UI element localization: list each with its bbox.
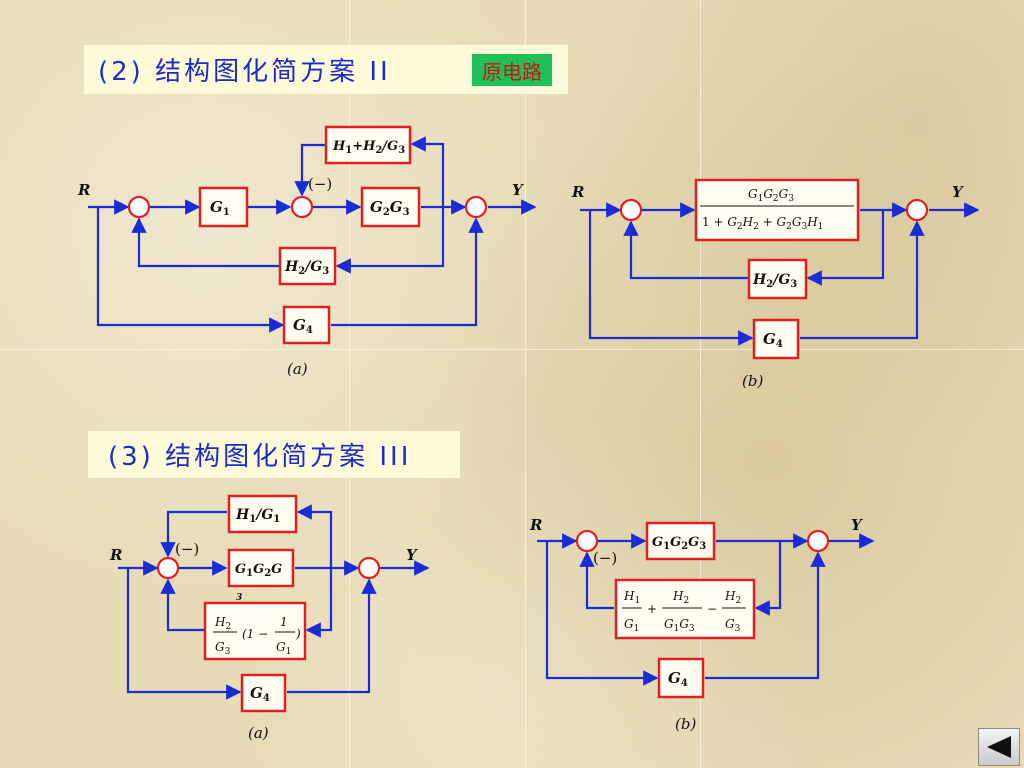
- bg-grid-line: [700, 0, 701, 768]
- minus-sign: (−): [308, 175, 332, 193]
- svg-text:G1G2G3: G1G2G3: [652, 535, 706, 552]
- signal-y-label: Y: [952, 183, 964, 201]
- line: [623, 220, 748, 280]
- line: [160, 578, 204, 632]
- minus-sign: (−): [175, 540, 199, 558]
- original-circuit-label: 原电路: [482, 59, 542, 84]
- summing-junction: [156, 556, 180, 580]
- svg-text:1: 1: [280, 615, 288, 629]
- line: [294, 143, 325, 197]
- previous-slide-button[interactable]: [978, 728, 1020, 766]
- block-h2-g3-expression: [203, 601, 307, 661]
- diagram-2b: R Y G1G2G3 1 + G2H2 + G2G3H1 H2/G3 G4 (b…: [571, 178, 980, 390]
- line: [296, 504, 333, 568]
- line: [331, 217, 484, 327]
- block-g1g2g3: [645, 521, 716, 561]
- bg-grid-line: [0, 349, 1024, 350]
- line: [287, 578, 377, 694]
- signal-y-label: Y: [406, 546, 418, 564]
- bg-grid-line: [349, 0, 350, 768]
- signal-r-label: R: [529, 516, 542, 534]
- block-h2-g3: [747, 258, 808, 300]
- caption-a: (a): [287, 360, 308, 378]
- svg-text:H1/G1: H1/G1: [235, 507, 280, 525]
- summing-junction: [290, 195, 314, 219]
- back-arrow-icon: [987, 736, 1011, 758]
- block-h2-g3: [278, 246, 337, 286]
- caption-a: (a): [248, 724, 269, 742]
- svg-text:+: +: [647, 602, 657, 616]
- line: [800, 220, 925, 340]
- original-circuit-button[interactable]: 原电路: [472, 54, 552, 86]
- block-forward-closed-loop: [694, 178, 860, 242]
- caption-b: (b): [675, 715, 696, 733]
- line: [588, 210, 754, 346]
- line: [335, 207, 445, 274]
- section2-title-text: (2) 结构图化简方案 II: [98, 57, 391, 87]
- summing-junction: [806, 529, 830, 553]
- svg-text:3: 3: [236, 593, 242, 603]
- svg-text:H2/G3: H2/G3: [284, 259, 329, 277]
- line: [806, 210, 885, 286]
- block-feedback-sum: [614, 578, 756, 640]
- block-g1g2g3: [227, 548, 295, 588]
- signal-y-label: Y: [512, 181, 524, 199]
- signal-r-label: R: [77, 181, 90, 199]
- block-h1-h2-g3: [324, 125, 412, 165]
- svg-text:G1G3: G1G3: [664, 617, 695, 634]
- line: [545, 541, 659, 686]
- bg-grid-line: [525, 0, 526, 768]
- svg-text:): ): [295, 627, 301, 641]
- block-g4: [240, 673, 287, 713]
- line: [754, 541, 782, 616]
- diagram-3a: R Y (−) H1/G1 G1G2G 3 H2 G3 (1 − 1 G1 ) …: [109, 494, 430, 742]
- line: [579, 551, 614, 610]
- block-g4: [657, 657, 705, 699]
- svg-text:G1G2G: G1G2G: [235, 562, 282, 579]
- svg-text:−: −: [707, 602, 717, 616]
- svg-text:G2G3: G2G3: [370, 198, 410, 218]
- line: [305, 568, 333, 638]
- line: [410, 136, 445, 207]
- diagram-2a: R Y (−) G1 G2G3 H1+H2/G3 H2/G3 G4 (a): [77, 125, 537, 378]
- signal-r-label: R: [109, 546, 122, 564]
- line: [131, 217, 279, 268]
- block-g4: [752, 318, 800, 360]
- line: [126, 568, 242, 700]
- summing-junction: [905, 198, 929, 222]
- summing-junction: [464, 195, 488, 219]
- svg-text:H1+H2/G3: H1+H2/G3: [332, 139, 405, 156]
- caption-b: (b): [742, 372, 763, 390]
- block-g2g3: [360, 186, 421, 228]
- section3-title: (3) 结构图化简方案 III: [88, 431, 460, 478]
- line: [96, 207, 285, 333]
- summing-junction: [127, 195, 151, 219]
- svg-text:(1 −: (1 −: [242, 627, 268, 641]
- svg-text:H2/G3: H2/G3: [752, 272, 797, 290]
- block-g4: [282, 305, 331, 345]
- summing-junction: [619, 198, 643, 222]
- line: [705, 551, 826, 680]
- block-h1-g1: [227, 494, 298, 534]
- svg-text:1 + G2H2 + G2G3H1: 1 + G2H2 + G2G3H1: [702, 215, 823, 232]
- minus-sign: (−): [593, 549, 617, 567]
- summing-junction: [575, 529, 599, 553]
- section3-title-text: (3) 结构图化简方案 III: [108, 442, 412, 472]
- signal-r-label: R: [571, 183, 584, 201]
- block-g1: [198, 186, 249, 228]
- line: [160, 510, 227, 558]
- signal-y-label: Y: [851, 516, 863, 534]
- summing-junction: [357, 556, 381, 580]
- diagram-3b: R Y (−) G1G2G3 H1 G1 + H2 G1G3 − H2 G3 G…: [529, 516, 875, 733]
